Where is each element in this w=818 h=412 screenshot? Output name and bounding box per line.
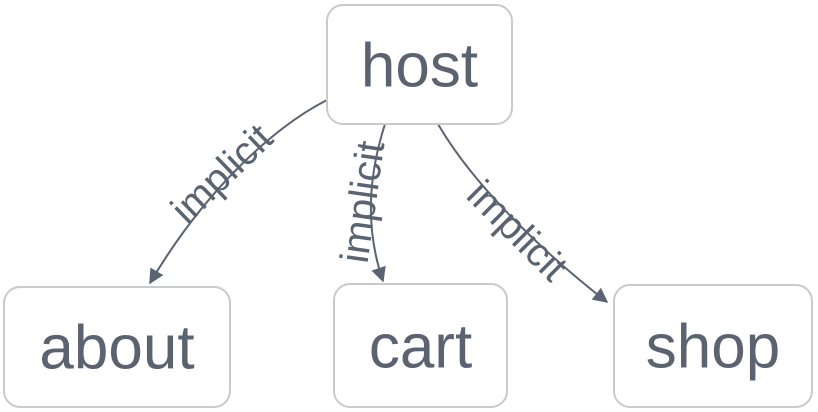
- node-about: about: [3, 286, 231, 408]
- node-label-shop: shop: [646, 313, 780, 382]
- edge-host-cart: implicit: [333, 123, 394, 283]
- node-host: host: [326, 4, 513, 125]
- node-cart: cart: [333, 283, 508, 408]
- node-label-host: host: [361, 32, 478, 101]
- node-box-cart: [333, 283, 508, 408]
- edge-path-host-shop: [437, 123, 609, 303]
- node-box-about: [3, 286, 231, 408]
- edge-path-host-cart: [369, 123, 386, 283]
- node-box-shop: [613, 284, 813, 408]
- edge-path-host-about: [149, 99, 328, 285]
- node-box-host: [326, 4, 513, 125]
- node-label-cart: cart: [369, 313, 472, 382]
- edge-label-host-about: implicit: [163, 116, 281, 233]
- node-shop: shop: [613, 284, 813, 408]
- edge-host-about: implicit: [149, 99, 328, 285]
- edge-label-host-cart: implicit: [333, 138, 394, 265]
- edge-label-host-shop: implicit: [458, 172, 576, 290]
- node-label-about: about: [39, 314, 194, 383]
- edge-host-shop: implicit: [437, 123, 609, 303]
